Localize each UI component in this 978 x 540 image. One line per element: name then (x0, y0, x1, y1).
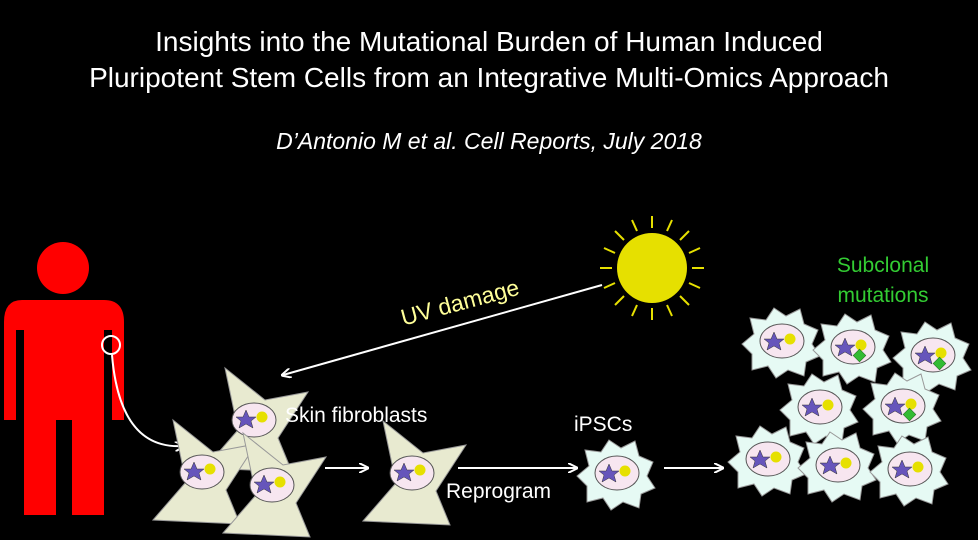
ipsc-cell (741, 307, 821, 379)
person-body (4, 300, 124, 515)
biopsy-site-circle (101, 335, 121, 355)
subclonal-label-line-1: Subclonal (837, 254, 929, 277)
title-line-2: Pluripotent Stem Cells from an Integrati… (89, 62, 889, 93)
fibroblast-cell-single (362, 420, 467, 526)
ipsc-cell (779, 373, 859, 445)
skin-fibroblast-cluster (152, 367, 327, 538)
sun-icon (600, 216, 704, 320)
ipsc-cell (869, 435, 949, 507)
ipscs-label: iPSCs (574, 413, 632, 436)
ipsc-cell-mutated (812, 313, 892, 385)
ipsc-cell (576, 439, 656, 511)
page-title: Insights into the Mutational Burden of H… (0, 24, 978, 96)
reprogram-label: Reprogram (446, 480, 551, 503)
uv-damage-label: UV damage (398, 274, 522, 331)
person-figure (4, 242, 124, 515)
person-head (37, 242, 89, 294)
biopsy-arrow (111, 354, 183, 446)
citation: D’Antonio M et al. Cell Reports, July 20… (276, 128, 702, 154)
ipsc-cell (727, 425, 807, 497)
uv-damage-arrow (283, 284, 603, 375)
ipsc-cell (797, 431, 877, 503)
skin-fibroblasts-label: Skin fibroblasts (285, 404, 427, 427)
subclonal-label-line-2: mutations (837, 284, 928, 307)
title-line-1: Insights into the Mutational Burden of H… (155, 26, 823, 57)
ipsc-colony (727, 307, 972, 507)
